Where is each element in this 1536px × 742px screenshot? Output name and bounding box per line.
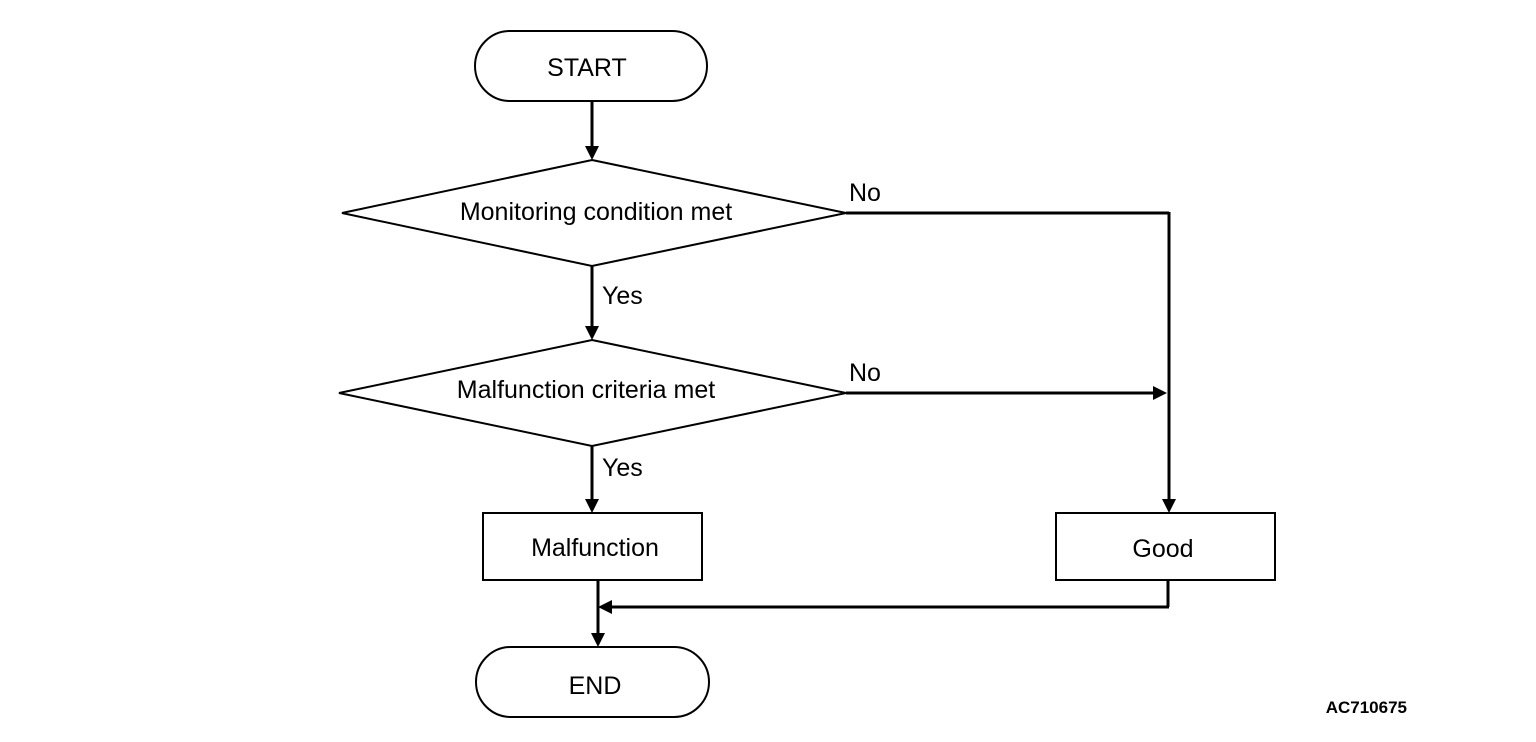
end-node: END (475, 646, 710, 718)
connector-start-to-monitoring (585, 101, 599, 160)
monitoring-decision-label: Monitoring condition met (460, 198, 732, 226)
arrowhead (585, 499, 599, 513)
start-node: START (474, 30, 708, 102)
malfunction-criteria-decision-label: Malfunction criteria met (457, 376, 715, 404)
malfunction-label: Malfunction (531, 534, 659, 562)
end-terminator-shape (475, 646, 710, 718)
malfunction-process-shape (482, 512, 703, 581)
monitoring-no-label: No (849, 179, 881, 207)
good-node: Good (1055, 512, 1276, 581)
start-label: START (547, 54, 627, 82)
good-label: Good (1132, 535, 1193, 563)
connector-good-to-merge (598, 580, 1170, 614)
connector-monitoring-no: No (846, 179, 1176, 513)
malfunction-criteria-decision-node: Malfunction criteria met (338, 338, 847, 448)
arrowhead (585, 326, 599, 340)
good-process-shape (1055, 512, 1276, 581)
end-label: END (569, 672, 622, 700)
malfunction-node: Malfunction (482, 512, 703, 581)
monitoring-decision-node: Monitoring condition met (341, 158, 847, 268)
malfunction-no-label: No (849, 359, 881, 387)
connector-monitoring-yes: Yes (585, 266, 643, 340)
figure-id-label: AC710675 (1326, 698, 1407, 717)
arrowhead (585, 146, 599, 160)
arrowhead (598, 600, 612, 614)
connector-malfunction-no: No (846, 359, 1167, 400)
connector-malfunction-to-end (591, 580, 605, 647)
connector-malfunction-yes: Yes (585, 446, 643, 513)
arrowhead (1153, 386, 1167, 400)
malfunction-yes-label: Yes (602, 454, 643, 482)
arrowhead (1162, 499, 1176, 513)
arrowhead (591, 633, 605, 647)
monitoring-yes-label: Yes (602, 282, 643, 310)
